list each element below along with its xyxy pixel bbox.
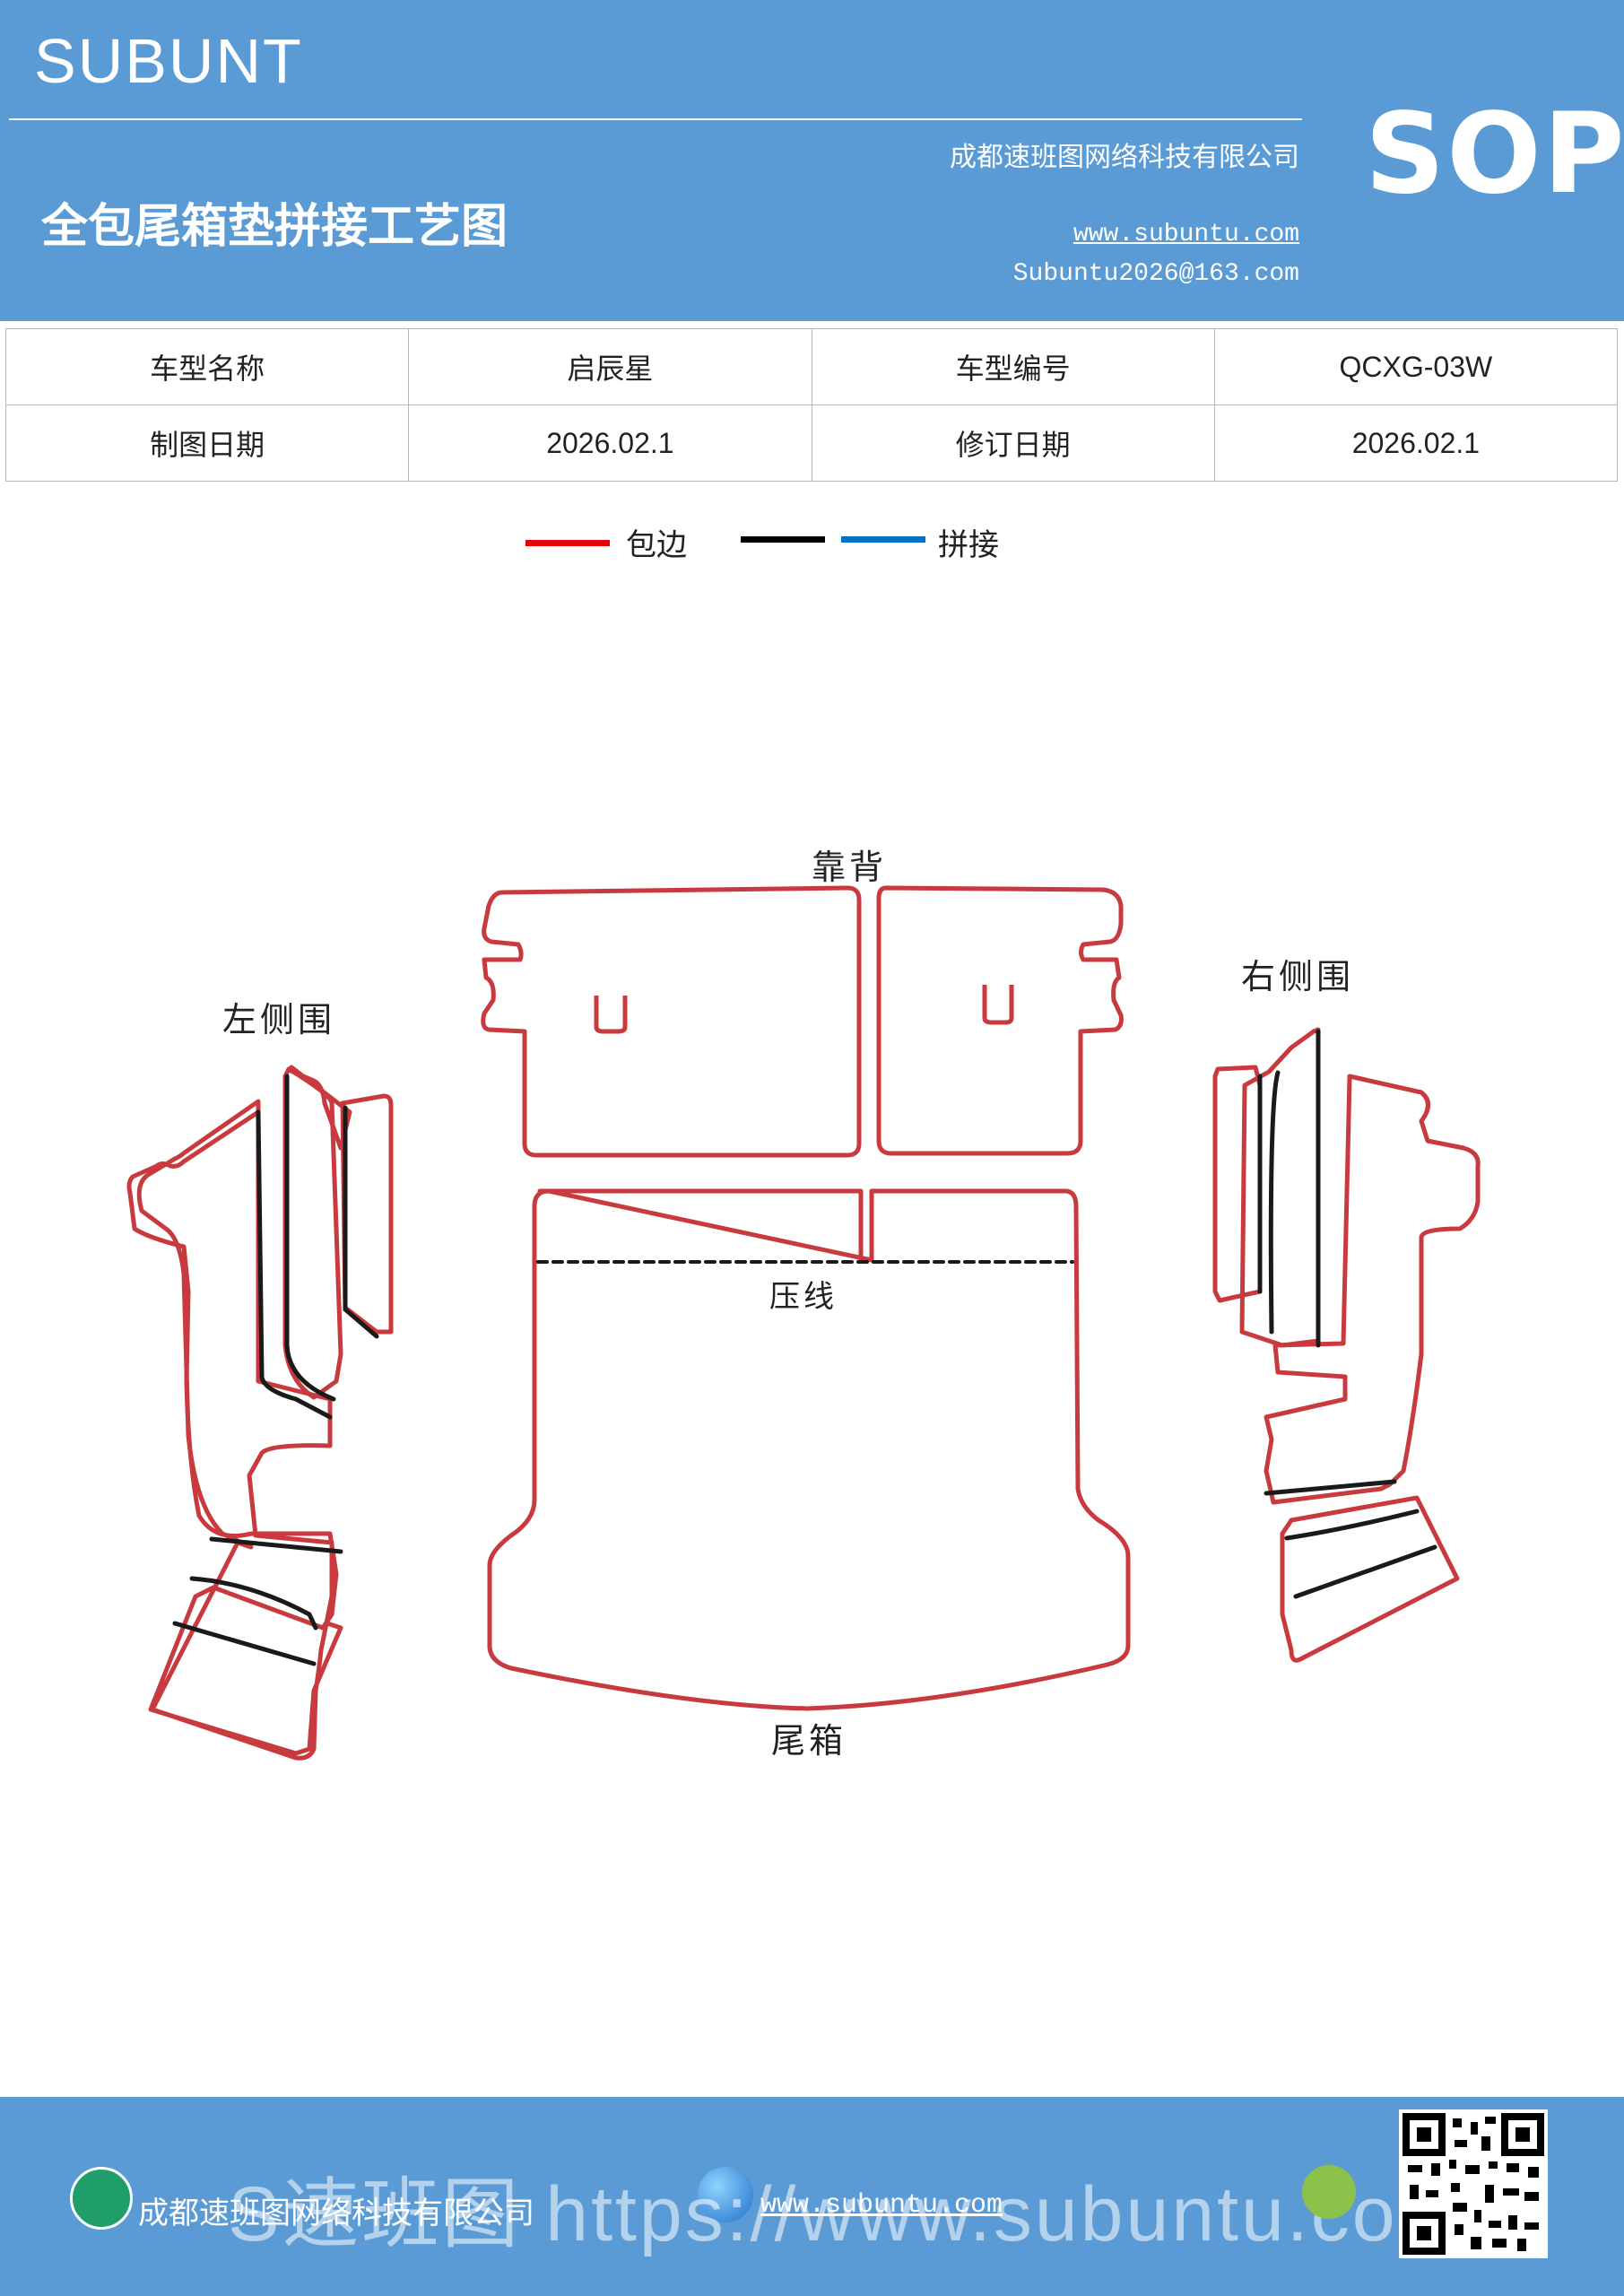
left-seam-2: [284, 1074, 336, 1402]
table-cell: 车型名称: [4, 328, 410, 405]
table-cell: 车型编号: [811, 328, 1215, 405]
right-side-strip-a: [1212, 1065, 1263, 1303]
footer-banner: 成都速班图网络科技有限公司 www.subuntu.com S速班图 https…: [0, 2097, 1624, 2296]
legend-splice-label: 拼接: [938, 527, 999, 563]
qr-code: [1399, 2109, 1548, 2258]
right-seam-5: [1284, 1509, 1420, 1541]
legend-edge-line: [525, 540, 610, 546]
right-seam-6: [1293, 1544, 1437, 1599]
left-seam-5: [189, 1576, 318, 1631]
globe-icon: [698, 2167, 753, 2222]
backrest-right-panel: [876, 885, 1124, 1156]
left-side-outer: [126, 1109, 343, 1756]
left-seam-6: [172, 1621, 317, 1666]
backrest-left-panel: [481, 885, 862, 1158]
document-title: 全包尾箱垫拼接工艺图: [41, 199, 508, 254]
label-press-line: 压线: [769, 1279, 838, 1315]
cutting-diagram: 靠背 左侧围 右侧围 压线 尾箱: [0, 807, 1624, 1797]
table-cell: 修订日期: [811, 404, 1215, 482]
right-side-bottom: [1280, 1495, 1460, 1663]
website-link[interactable]: www.subuntu.com: [1073, 221, 1299, 248]
right-seam-4: [1264, 1479, 1397, 1496]
footer-company-name: 成都速班图网络科技有限公司: [138, 2196, 534, 2231]
table-cell: 2026.02.1: [1213, 404, 1619, 482]
legend: 包边 拼接: [0, 520, 1624, 574]
email-address: Subuntu2026@163.com: [1012, 260, 1299, 288]
left-seam-3: [343, 1105, 379, 1339]
building-icon: [70, 2167, 133, 2230]
header-banner: SUBUNT 全包尾箱垫拼接工艺图 成都速班图网络科技有限公司 www.subu…: [0, 0, 1624, 321]
trunk-mat-panel: [487, 1188, 1131, 1711]
table-cell: 2026.02.1: [408, 404, 812, 482]
right-side-strip-b: [1239, 1027, 1321, 1348]
legend-black-line: [741, 536, 825, 543]
left-seam-1: [256, 1109, 333, 1420]
label-backrest: 靠背: [812, 848, 888, 887]
backrest-left-slot: [594, 996, 628, 1034]
right-seam-2: [1268, 1070, 1281, 1335]
table-cell: QCXG-03W: [1213, 328, 1619, 405]
left-side-strip-a: [282, 1066, 343, 1400]
vehicle-info-table: 车型名称 启辰星 车型编号 QCXG-03W 制图日期 2026.02.1 修订…: [4, 328, 1619, 482]
footer-watermark: S速班图 https://www.subuntu.com: [228, 2171, 1465, 2257]
right-side-outer: [1264, 1074, 1481, 1505]
backrest-right-slot: [982, 985, 1014, 1025]
legend-blue-line: [841, 536, 925, 543]
table-cell: 制图日期: [4, 404, 410, 482]
table-cell: 启辰星: [408, 328, 812, 405]
label-trunk: 尾箱: [771, 1721, 847, 1761]
table-row: 车型名称 启辰星 车型编号 QCXG-03W: [4, 328, 1619, 405]
label-left-side: 左侧围: [222, 1000, 336, 1039]
brand-name: SUBUNT: [34, 26, 303, 96]
company-name: 成都速班图网络科技有限公司: [950, 142, 1299, 173]
footer-website-link[interactable]: www.subuntu.com: [760, 2190, 1003, 2221]
left-side-strip-b: [340, 1093, 394, 1335]
label-right-side: 右侧围: [1241, 957, 1355, 996]
table-row: 制图日期 2026.02.1 修订日期 2026.02.1: [4, 404, 1619, 482]
legend-edge-label: 包边: [626, 527, 687, 563]
diagram-svg: [126, 885, 1481, 1761]
left-seam-4: [209, 1536, 343, 1554]
sop-badge: SOP: [1365, 90, 1624, 219]
wechat-icon: [1302, 2165, 1356, 2219]
header-divider: [9, 118, 1302, 120]
